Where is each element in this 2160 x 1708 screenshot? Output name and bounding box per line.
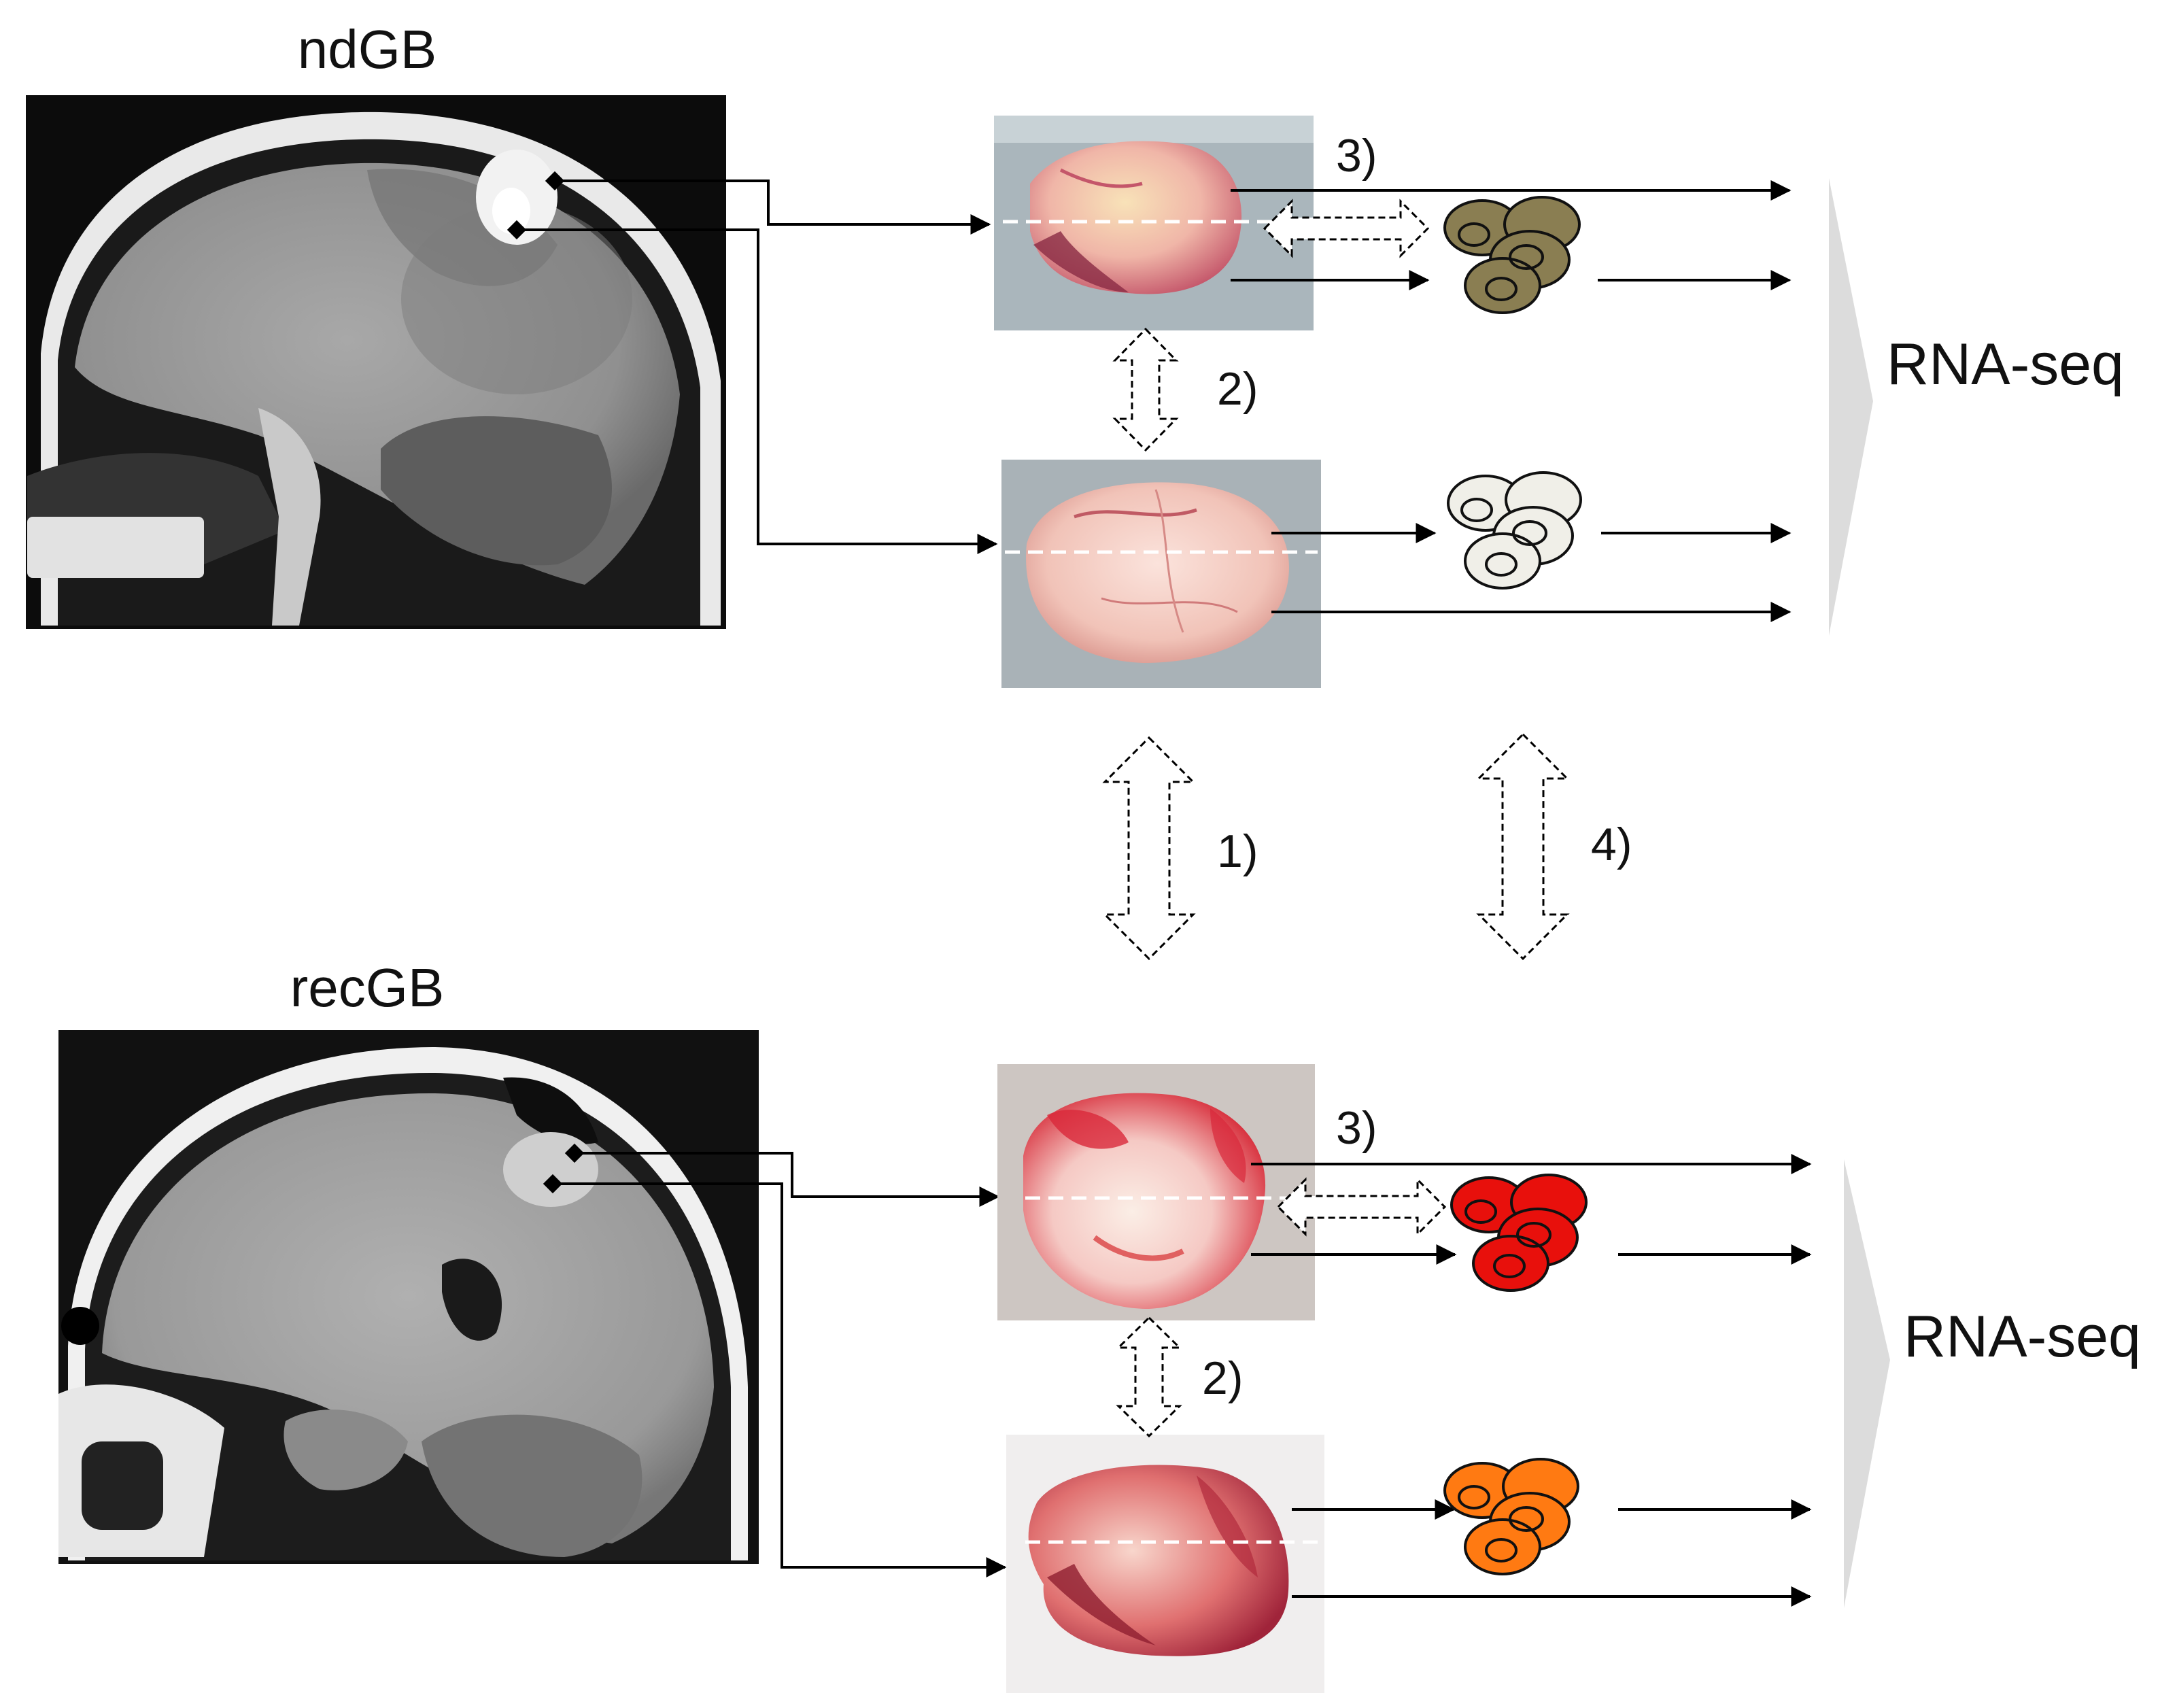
recgb-step3-compare-arrow: [1276, 1177, 1447, 1237]
recgb-rnaseq-chevron: [1844, 1159, 1890, 1608]
ndgb-cell-cluster-1: [1443, 196, 1581, 314]
ndgb-tissue-sample-2: [1001, 460, 1321, 688]
ndgb-title: ndGB: [298, 19, 437, 80]
ndgb-step2-compare-arrow: [1112, 327, 1179, 452]
recgb-rnaseq-label: RNA-seq: [1904, 1304, 2141, 1369]
step4-compare-arrow: [1476, 732, 1570, 961]
recgb-mri-image: [58, 1030, 759, 1564]
ndgb-step2-label: 2): [1217, 363, 1258, 415]
ndgb-step3-compare-arrow: [1263, 199, 1430, 258]
recgb-connector-lines: [553, 1152, 1007, 1577]
recgb-step2-label: 2): [1202, 1352, 1243, 1404]
recgb-step3-label: 3): [1336, 1102, 1377, 1154]
step4-label: 4): [1591, 819, 1632, 870]
ndgb-step3-label: 3): [1336, 130, 1377, 182]
step1-label: 1): [1217, 825, 1258, 877]
recgb-step2-compare-arrow: [1116, 1316, 1182, 1438]
step1-compare-arrow: [1102, 736, 1196, 961]
recgb-tissue-sample-2: [1006, 1435, 1324, 1693]
ndgb-mri-image: [26, 95, 726, 629]
ndgb-connector-lines: [517, 180, 998, 554]
recgb-cell-cluster-2: [1443, 1458, 1579, 1575]
ndgb-rnaseq-label: RNA-seq: [1887, 332, 2124, 397]
recgb-tissue-sample-1: [997, 1064, 1315, 1320]
ndgb-output-arrows: [1231, 180, 1792, 622]
recgb-output-arrows: [1251, 1154, 1812, 1607]
ndgb-rnaseq-chevron: [1829, 178, 1873, 636]
recgb-title: recGB: [290, 957, 445, 1018]
recgb-cell-cluster-1: [1450, 1174, 1588, 1292]
ndgb-cell-cluster-2: [1447, 471, 1582, 590]
